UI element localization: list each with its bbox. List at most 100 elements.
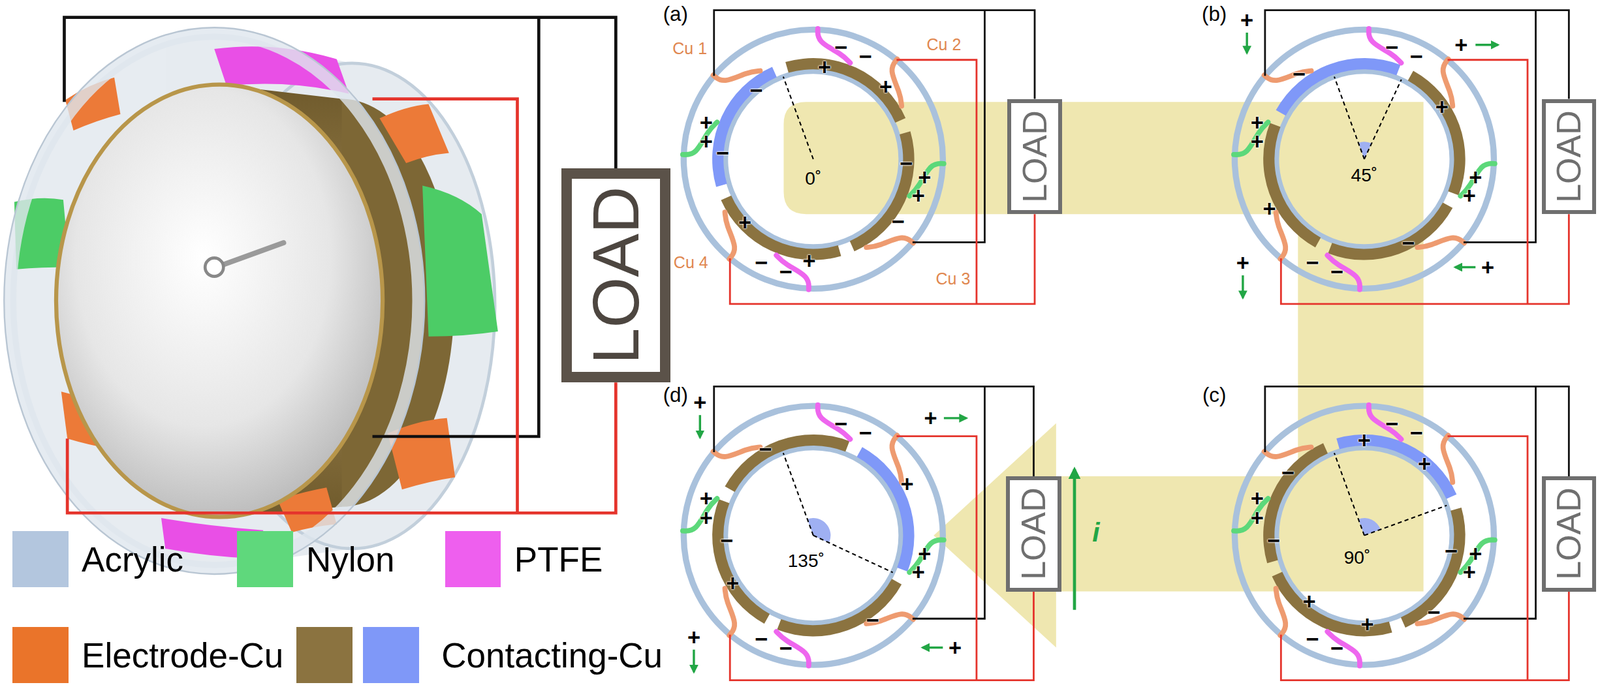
charge-sign: + [911,561,926,584]
charge-sign: − [1330,260,1344,283]
illustration-part [891,59,902,107]
legend-text: Electrode-Cu [81,638,284,674]
charge-sign: + [1462,561,1476,584]
illustration-part [1408,71,1466,196]
sequence-band [783,101,1424,648]
charge-sign: − [758,438,772,461]
generator-illustration [3,27,499,575]
resistor-text: LOAD [582,186,649,365]
angle-label: 135˚ [787,552,825,571]
wire [372,99,518,514]
charge-sign: − [865,609,879,632]
illustration-part [1272,572,1393,638]
illustration-part [866,237,914,248]
illustration-part [849,131,915,252]
charge-sign: + [1302,590,1316,613]
charge-sign: + [924,407,938,430]
charge-sign: + [1240,9,1254,32]
charge-sign: − [858,421,872,444]
wire [714,386,1035,477]
illustration-part [422,185,499,337]
legend-text: PTFE [514,542,603,578]
charge-sign: − [716,141,730,164]
legend-swatch [236,531,294,588]
illustration-part [725,71,901,247]
charge-sign: − [1267,529,1281,552]
wire [1265,386,1569,477]
charge-sign: + [738,211,752,234]
illustration-part [813,535,894,574]
legend-swatch [445,531,502,588]
wire [729,592,1034,681]
illustration-part [817,405,851,440]
charge-sign: − [1281,461,1295,484]
charge-sign: + [1236,251,1250,275]
illustration-part [1276,588,1287,636]
charge-sign: − [834,411,848,435]
panel-letter: (d) [663,385,689,407]
rotated-text: LOAD [1551,487,1586,581]
illustration-part [1334,453,1365,536]
electrode-label: Cu 3 [936,271,971,288]
charge-sign: − [1385,411,1399,435]
generator-cross-section [1233,28,1495,290]
illustration-part [712,66,777,187]
charge-sign: − [779,636,793,659]
illustration-part [776,579,902,637]
charge-sign: − [899,152,913,175]
illustration-part [807,518,832,544]
charge-sign: + [699,507,713,530]
charge-flow-arrow [692,650,695,673]
legend-text: Contacting-Cu [441,638,663,674]
wire [729,214,1035,305]
wire [1280,214,1569,305]
charge-flow-arrow [699,415,702,438]
illustration-part [783,453,814,536]
illustration-part [683,406,943,666]
charge-sign: + [1262,197,1276,220]
illustration-part [1417,237,1465,248]
charge-sign: + [817,56,832,79]
charge-sign: − [1410,421,1424,444]
wire [912,386,986,619]
illustration-part [1276,58,1401,116]
rotated-text: LOAD [1016,487,1051,581]
illustration-part [1234,406,1494,666]
legend-item: Electrode-Cu [12,627,284,684]
external-resistor-box: LOAD [1541,99,1597,215]
wire [63,17,616,169]
charge-sign: − [749,78,763,101]
legend-item: Contacting-Cu [296,627,663,684]
charge-sign: + [1417,453,1431,476]
legend-item: Acrylic [12,531,184,588]
illustration-part [857,447,915,572]
charge-sign: − [1401,231,1415,254]
charge-sign: − [1305,627,1319,650]
panel-letter: (b) [1201,3,1227,25]
charge-sign: + [1250,507,1264,530]
resistor-text: LOAD [1017,110,1052,204]
current-label: i [1092,519,1100,547]
resistor-text: LOAD [1016,487,1051,581]
illustration-part [720,195,841,261]
charge-sign: − [1427,601,1441,624]
generator-cross-section [682,405,944,667]
charge-sign: − [858,45,872,68]
external-resistor-box: LOAD [561,168,671,383]
charge-flow-arrow [1475,43,1498,46]
illustration-part [1400,507,1466,628]
panel-letter: (a) [663,3,689,25]
illustration-part [204,257,224,277]
illustration-part [891,435,902,483]
illustration-part [725,447,901,624]
wire [1265,10,1569,100]
illustration-part [712,499,770,625]
charge-sign: + [911,184,926,207]
charge-sign: + [802,250,816,273]
angle-label: 90˚ [1344,549,1371,568]
legend-item: Nylon [236,531,395,588]
panel-drawings [63,10,1569,681]
panel-letter: (c) [1202,385,1226,407]
wire [1447,436,1528,681]
charge-sign: + [1357,429,1371,452]
